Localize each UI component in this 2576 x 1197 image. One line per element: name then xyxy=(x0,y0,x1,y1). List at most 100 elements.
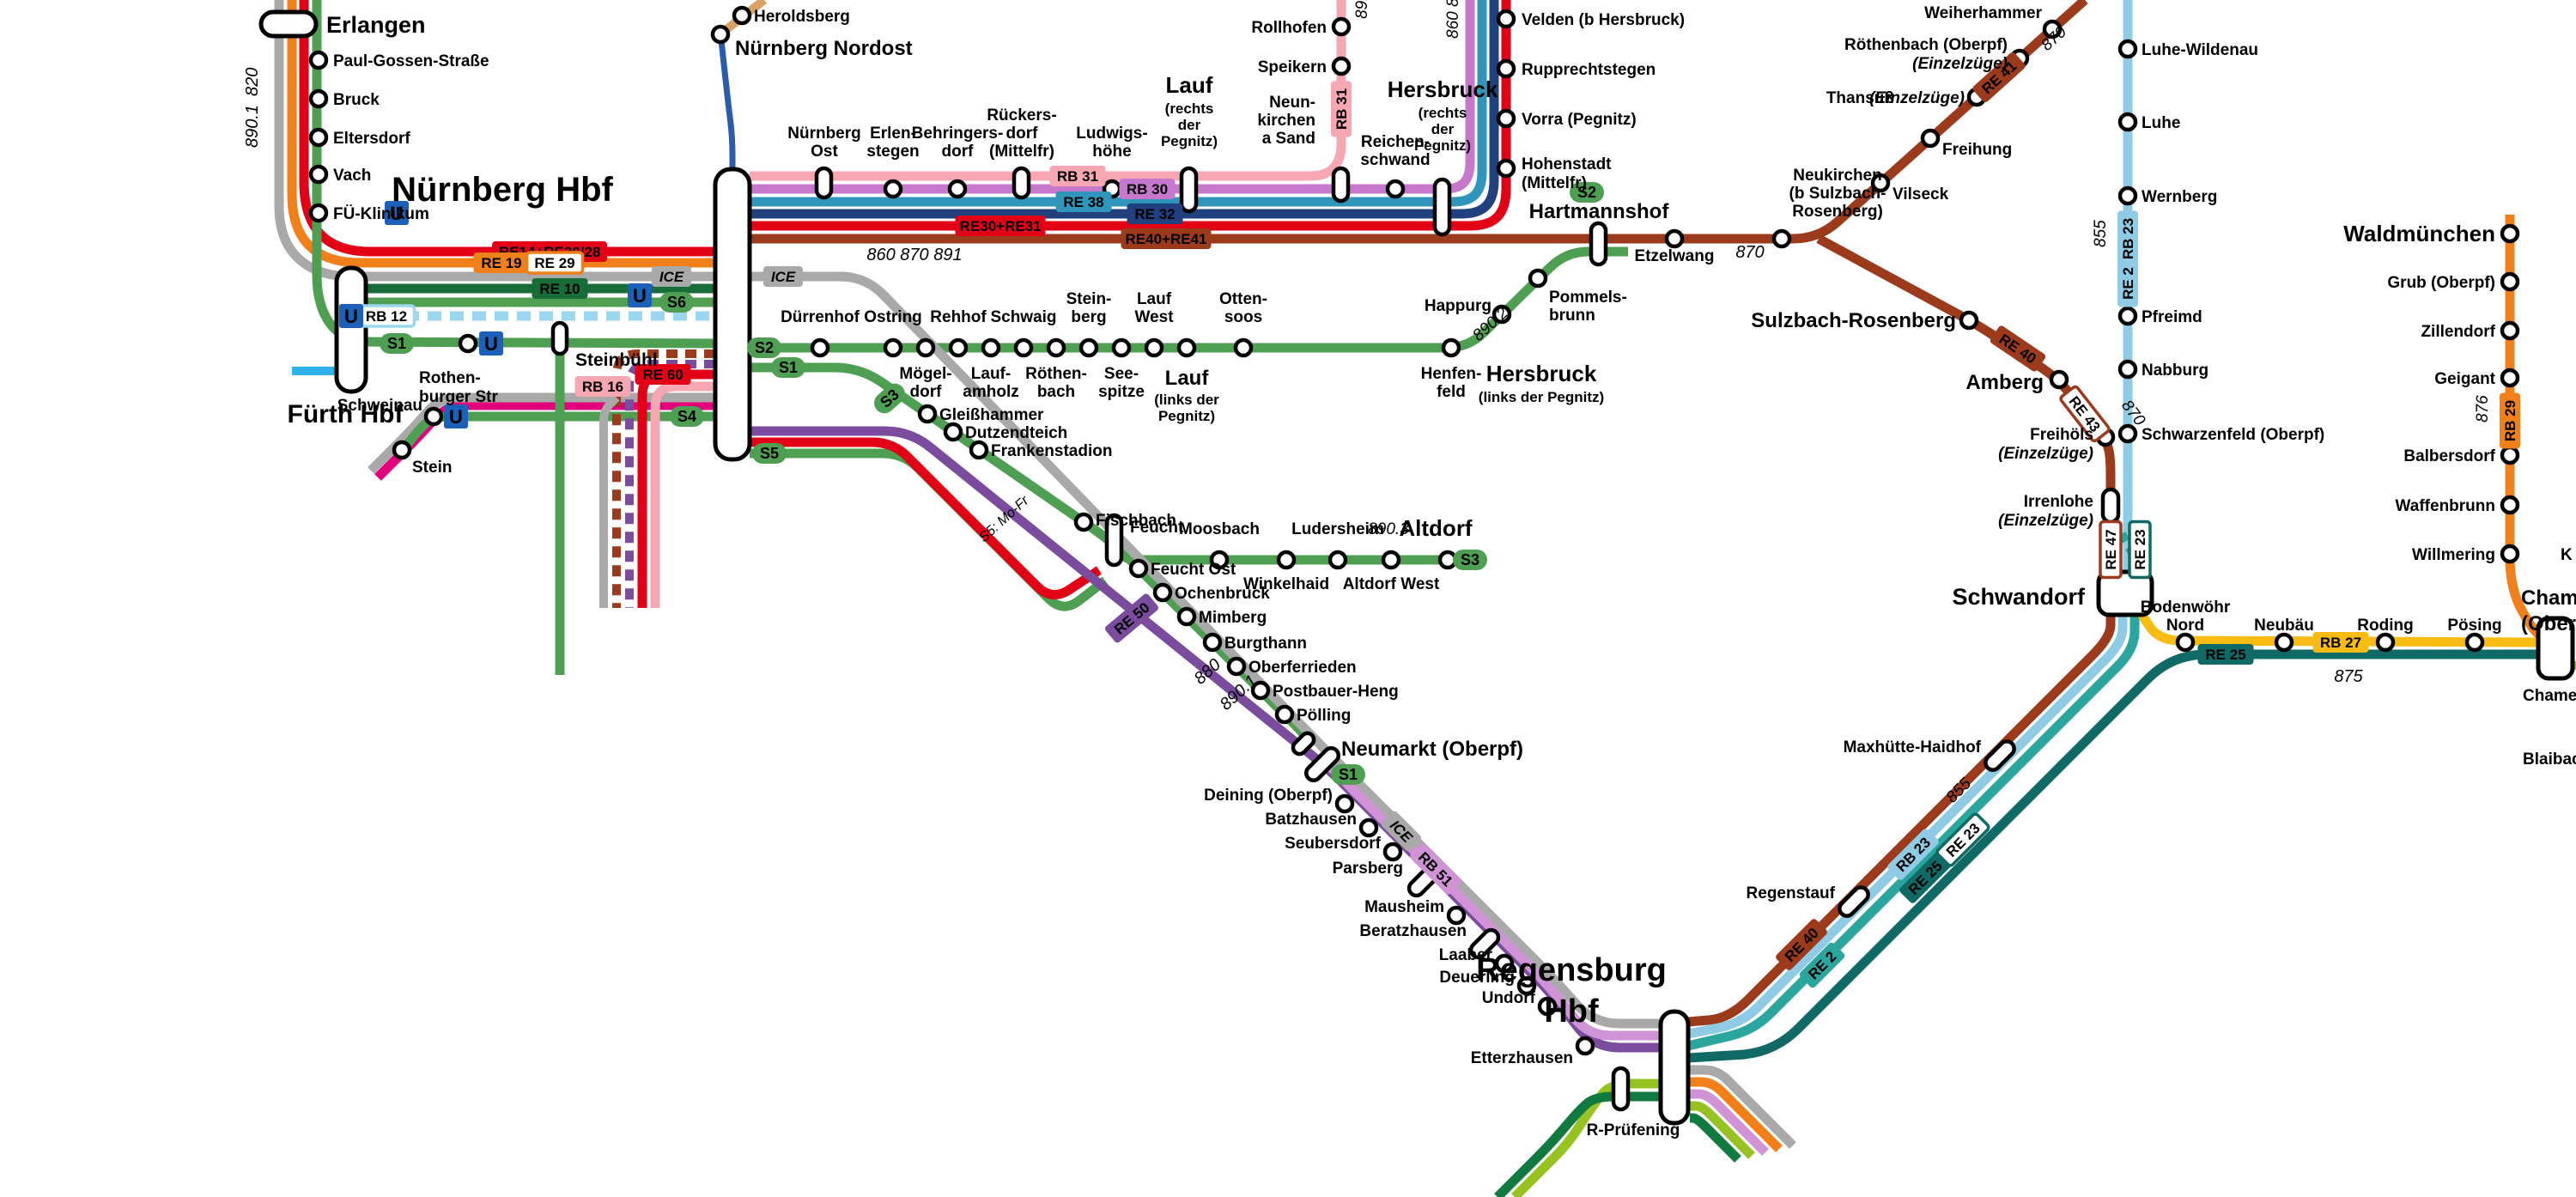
station-irrenlohe xyxy=(2100,487,2121,525)
svg-text:RB 23: RB 23 xyxy=(2120,218,2136,259)
label-nürnberg-nordost: Nürnberg Nordost xyxy=(735,37,913,60)
station-rueckersdorf xyxy=(1012,166,1031,200)
station-waffenbrunn xyxy=(2500,495,2520,515)
station-duerrenhof xyxy=(810,337,830,358)
ubahn-icon: U xyxy=(339,304,363,328)
stations-layer xyxy=(258,5,2575,1126)
line-regensburg-se-ltpurple xyxy=(1690,1089,1769,1156)
label-höhe: höhe xyxy=(1092,143,1131,161)
station-batzhausen xyxy=(1358,817,1379,838)
svg-text:U: U xyxy=(633,285,647,307)
label--b-sulzbach-: (b Sulzbach- xyxy=(1789,185,1886,203)
label--oberpf-: (Oberpf) xyxy=(2521,612,2576,635)
svg-text:RE 23: RE 23 xyxy=(2132,529,2148,569)
station-etterzhausen xyxy=(1575,1036,1595,1056)
line-regensburg-se-dkgreen xyxy=(1688,1113,1741,1163)
line-gray-south-branch xyxy=(599,394,620,608)
badge-rb-27: RB 27 xyxy=(2312,632,2369,653)
label-neumarkt-oberpf-: Neumarkt (Oberpf) xyxy=(1341,738,1523,761)
station-poesing xyxy=(2464,632,2485,653)
station-bodenwoehr-nord xyxy=(2175,632,2196,653)
station-behringersdorf xyxy=(947,179,968,199)
svg-text:RB 27: RB 27 xyxy=(2320,635,2361,651)
station-fue-klinikum xyxy=(308,203,329,223)
label-pegnitz-: Pegnitz) xyxy=(1414,137,1471,154)
station-vorra xyxy=(1496,108,1516,129)
svg-text:RE 60: RE 60 xyxy=(642,367,683,383)
label--einzelzüge-: (Einzelzüge) xyxy=(1998,512,2093,530)
label-erlangen: Erlangen xyxy=(326,12,426,38)
label-deuerling: Deuerling xyxy=(1439,969,1515,987)
label-velden-b-hersbruck-: Velden (b Hersbruck) xyxy=(1522,11,1685,29)
station-mausheim xyxy=(1446,905,1467,926)
label-pommels-: Pommels- xyxy=(1549,289,1627,307)
label--rechts: (rechts xyxy=(1165,100,1214,117)
badge-s3: S3 xyxy=(1453,550,1487,570)
label-balbersdorf: Balbersdorf xyxy=(2403,447,2495,465)
label-hersbruck: Hersbruck xyxy=(1388,76,1498,102)
station-oberferrieden xyxy=(1226,656,1247,677)
station-neumarkt-s1-end xyxy=(1291,731,1316,756)
label-röthen-: Röthen- xyxy=(1025,365,1087,383)
label-seubersdorf: Seubersdorf xyxy=(1285,835,1382,853)
svg-text:ICE: ICE xyxy=(659,269,684,285)
station-maxhuette-haidhof xyxy=(1984,739,2016,772)
line-regensburg-se-ltgreen xyxy=(1690,1101,1755,1159)
label-freihöls: Freihöls xyxy=(2030,426,2093,444)
line-teal-south xyxy=(1686,613,2140,1051)
station-labels-layer: ErlangenPaul-Gossen-StraßeBruckEltersdor… xyxy=(243,0,2576,1139)
svg-text:RB 31: RB 31 xyxy=(1334,88,1350,130)
station-eltersdorf xyxy=(308,127,329,148)
label-mausheim: Mausheim xyxy=(1364,898,1444,916)
station-regenstauf xyxy=(1838,885,1870,918)
badge-rb-31: RB 31 xyxy=(1049,166,1106,186)
label-deining-oberpf-: Deining (Oberpf) xyxy=(1204,787,1333,805)
label-regensburg: Regensburg xyxy=(1476,952,1667,988)
badge-re-23: RE 23 xyxy=(2128,520,2152,580)
svg-text:ICE: ICE xyxy=(771,269,796,285)
label-frankenstadion: Frankenstadion xyxy=(991,442,1112,460)
station-moosbach xyxy=(1209,550,1230,570)
label-rosenberg-: Rosenberg) xyxy=(1792,203,1883,221)
station-balbersdorf xyxy=(2500,445,2520,465)
station-ochenbruck xyxy=(1152,582,1173,603)
label-dorf: dorf xyxy=(910,383,943,401)
badge-re-2: RE 2 xyxy=(2117,259,2138,307)
label-altdorf: Altdorf xyxy=(1399,515,1473,541)
badge-rb-16: RB 16 xyxy=(574,376,631,397)
label-hohenstadt: Hohenstadt xyxy=(1522,155,1612,173)
badge-s5: S5 xyxy=(752,443,787,464)
label-fürth-hbf: Fürth Hbf xyxy=(288,400,404,428)
label-reichen-: Reichen- xyxy=(1361,133,1430,151)
label-paul-gossen-straße: Paul-Gossen-Straße xyxy=(333,52,489,70)
label-ludersheim: Ludersheim xyxy=(1291,520,1384,538)
label-schwarzenfeld-oberpf-: Schwarzenfeld (Oberpf) xyxy=(2142,426,2324,444)
station-vach xyxy=(308,164,329,185)
label-sulzbach-rosenberg: Sulzbach-Rosenberg xyxy=(1751,309,1956,332)
label-irrenlohe: Irrenlohe xyxy=(2024,493,2093,511)
label-vorra-pegnitz-: Vorra (Pegnitz) xyxy=(1522,111,1637,129)
label-postbauer-heng: Postbauer-Heng xyxy=(1273,683,1399,701)
svg-text:RE 2: RE 2 xyxy=(2120,267,2136,300)
label-neubäu: Neubäu xyxy=(2254,617,2314,635)
svg-text:S2: S2 xyxy=(755,339,774,356)
station-feucht xyxy=(1104,513,1124,568)
station-waldmuenchen xyxy=(2500,223,2520,244)
station-etzelwang xyxy=(1664,228,1685,249)
label--einzelzüge-: (Einzelzüge) xyxy=(1869,89,1965,107)
label-batzhausen: Batzhausen xyxy=(1265,811,1357,829)
label-burger-str: burger Str xyxy=(419,388,498,406)
label-etterzhausen: Etterzhausen xyxy=(1471,1049,1573,1067)
station-sulzbach-rosenberg xyxy=(1959,310,1979,331)
line-nordost-blue xyxy=(717,32,736,172)
label-lauf: Lauf xyxy=(1165,367,1210,390)
station-regensburg-hbf xyxy=(1658,1009,1691,1126)
label-west: West xyxy=(1134,308,1174,326)
station-rehhof xyxy=(948,337,969,358)
svg-text:S3: S3 xyxy=(1461,551,1479,568)
label-feucht: Feucht xyxy=(1130,519,1184,537)
label-wernberg: Wernberg xyxy=(2142,188,2217,206)
label-amberg: Amberg xyxy=(1965,371,2044,394)
badge-re-19: RE 19 xyxy=(473,252,530,273)
station-neumarkt-oberpf xyxy=(1303,745,1341,783)
